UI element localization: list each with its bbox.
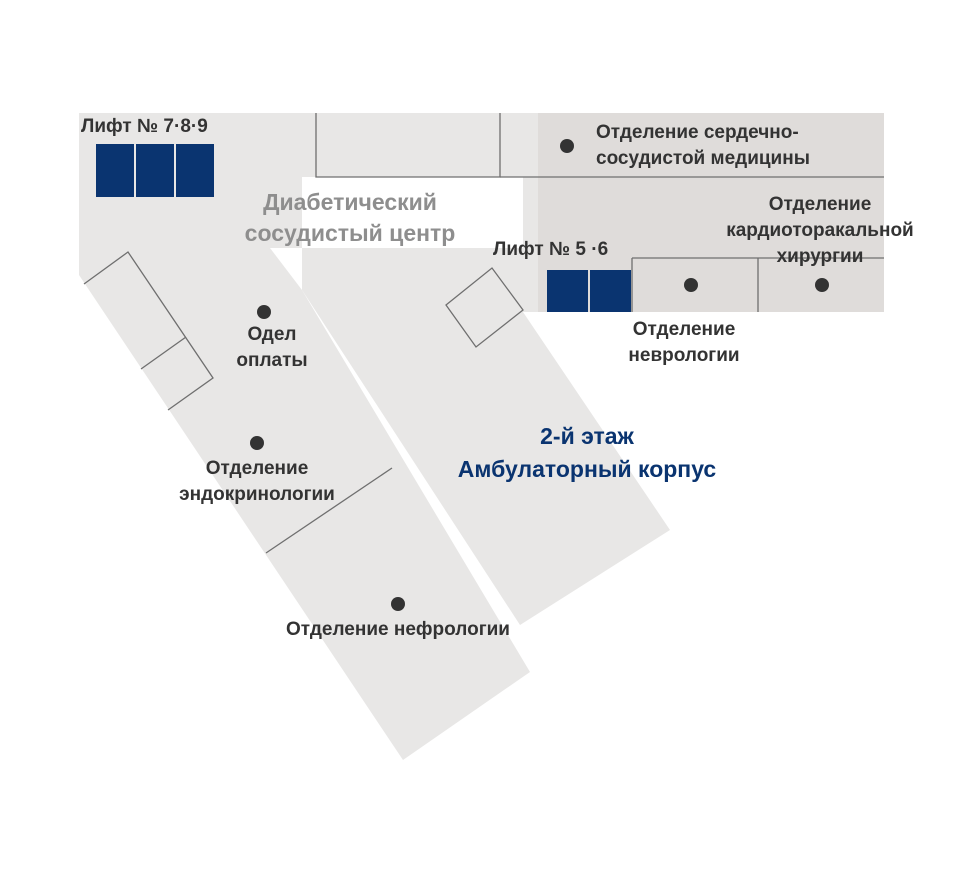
floor-title: 2-й этаж Амбулаторный корпус (427, 420, 747, 486)
department-label-line: кардиоторакальной (726, 220, 914, 241)
elevator-5-6 (547, 270, 631, 312)
zone-label-diabetic-center: Диабетический сосудистый центр (220, 187, 480, 249)
elevator-car (547, 270, 588, 312)
department-label-line: оплаты (236, 350, 308, 371)
marker-cardiovascular (560, 139, 574, 153)
zone-label-line: Диабетический (263, 189, 437, 215)
department-neurology: Отделение неврологии (594, 317, 774, 369)
department-label-line: неврологии (628, 345, 740, 366)
zone-label-line: сосудистый центр (244, 220, 456, 246)
department-label-line: хирургии (776, 246, 864, 267)
elevator-car (590, 270, 631, 312)
elevator-label-7-8-9: Лифт № 7·8·9 (81, 116, 208, 137)
elevator-car (176, 144, 214, 197)
floor-area-center-wing (302, 248, 670, 625)
department-label-line: Отделение (632, 319, 736, 340)
department-nephrology: Отделение нефрологии (255, 617, 541, 643)
department-label-line: Отделение (205, 458, 309, 479)
elevator-car (96, 144, 134, 197)
department-cardiothoracic: Отделение кардиоторакальной хирургии (705, 192, 935, 270)
walls (83, 113, 884, 554)
department-endocrinology: Отделение эндокринологии (157, 456, 357, 508)
department-label-line: сосудистой медицины (596, 148, 810, 169)
department-markers (250, 139, 829, 611)
department-label-line: Отделение (768, 194, 872, 215)
department-label-line: эндокринологии (179, 484, 335, 505)
floor-title-line: 2-й этаж (540, 423, 634, 449)
elevator-car (136, 144, 174, 197)
elevator-7-8-9 (96, 144, 214, 197)
department-label-line: Одел (247, 324, 297, 345)
department-label-line: Отделение нефрологии (286, 619, 510, 640)
elevator-label-5-6: Лифт № 5 ·6 (493, 239, 609, 260)
marker-endocrinology (250, 436, 264, 450)
marker-cardiothoracic (815, 278, 829, 292)
floor-title-line: Амбулаторный корпус (457, 456, 717, 482)
department-payment: Одел оплаты (207, 322, 337, 374)
cardio-department-area (538, 113, 884, 312)
department-cardiovascular: Отделение сердечно- сосудистой медицины (596, 120, 810, 172)
floor-area-left-wing (79, 248, 530, 760)
marker-payment (257, 305, 271, 319)
marker-nephrology (391, 597, 405, 611)
marker-neurology (684, 278, 698, 292)
department-label-line: Отделение сердечно- (596, 122, 799, 143)
